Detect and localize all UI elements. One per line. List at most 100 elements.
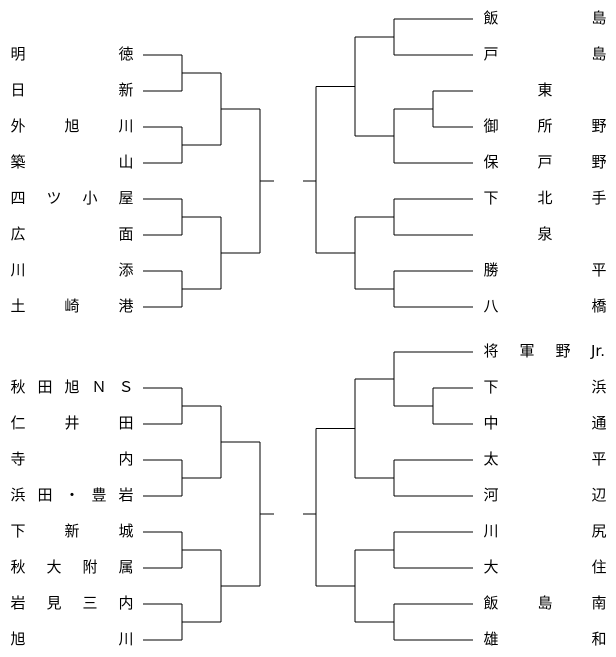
team-name-char: 寺 <box>10 450 26 468</box>
team-name-char: 戸 <box>483 45 499 63</box>
team-name-char: 所 <box>537 117 553 135</box>
left-team: 旭川 <box>10 630 134 648</box>
team-name-char: 四 <box>10 189 26 207</box>
team-name-char: 徳 <box>118 45 134 63</box>
team-name-char: 浜 <box>591 378 607 396</box>
team-name-char: 広 <box>10 225 26 243</box>
right-team: 大住 <box>483 558 607 576</box>
team-name-char: 附 <box>82 558 98 576</box>
right-team: 御所野 <box>483 117 607 135</box>
team-name-char: 川 <box>10 261 26 279</box>
team-name-char: 通 <box>591 414 607 432</box>
team-name-char: 辺 <box>591 486 607 504</box>
team-name-char: 築 <box>10 153 26 171</box>
team-name-char: Ｓ <box>118 378 134 396</box>
team-name-char: ツ <box>46 189 62 207</box>
team-name-char: 田 <box>118 414 134 432</box>
right-team: 泉 <box>483 225 607 243</box>
team-name-char: 東 <box>537 81 553 99</box>
team-name-char: 八 <box>483 297 499 315</box>
team-name-char: 飯 <box>483 9 499 27</box>
team-name-char: 秋 <box>10 558 26 576</box>
team-name-char: 土 <box>10 297 26 315</box>
right-team: 河辺 <box>483 486 607 504</box>
team-name-char: 下 <box>483 189 499 207</box>
left-team: 浜田・豊岩 <box>10 486 134 504</box>
team-name-char: 野 <box>591 117 607 135</box>
right-team: 保戸野 <box>483 153 607 171</box>
left-team: 築山 <box>10 153 134 171</box>
right-team: 川尻 <box>483 522 607 540</box>
team-name-char: 旭 <box>10 630 26 648</box>
team-name-char: 属 <box>118 558 134 576</box>
team-name-char: 大 <box>483 558 499 576</box>
left-team: 川添 <box>10 261 134 279</box>
team-name-char: 岩 <box>10 594 26 612</box>
left-team: 明徳 <box>10 45 134 63</box>
team-name-char: 旭 <box>64 117 80 135</box>
team-name-char: 下 <box>483 378 499 396</box>
team-name-char: 岩 <box>118 486 134 504</box>
team-name-char: 平 <box>591 261 607 279</box>
right-team: 東 <box>483 81 607 99</box>
left-team: 仁井田 <box>10 414 134 432</box>
team-name-char: 手 <box>591 189 607 207</box>
team-name-char: 田 <box>37 486 53 504</box>
team-name-char: 仁 <box>10 414 26 432</box>
team-name-char: 明 <box>10 45 26 63</box>
right-team: 飯島南 <box>483 594 607 612</box>
team-name-char: 屋 <box>118 189 134 207</box>
team-name-char: 浜 <box>10 486 26 504</box>
team-name-char: 新 <box>64 522 80 540</box>
team-name-char: 田 <box>37 378 53 396</box>
team-name-char: 飯 <box>483 594 499 612</box>
team-name-char: 住 <box>591 558 607 576</box>
team-name-char: 大 <box>46 558 62 576</box>
team-name-char: 川 <box>483 522 499 540</box>
right-team: 勝平 <box>483 261 607 279</box>
right-team: 下北手 <box>483 189 607 207</box>
left-team: 寺内 <box>10 450 134 468</box>
team-name-char: 平 <box>591 450 607 468</box>
team-name-char: 戸 <box>537 153 553 171</box>
team-name-char: 和 <box>591 630 607 648</box>
team-name-char: 川 <box>118 117 134 135</box>
team-name-char: Jr. <box>591 342 605 360</box>
right-team: 八橋 <box>483 297 607 315</box>
team-name-char: 日 <box>10 81 26 99</box>
team-name-char: 井 <box>64 414 80 432</box>
team-name-char: 崎 <box>64 297 80 315</box>
team-name-char: 泉 <box>537 225 553 243</box>
team-name-char: 内 <box>118 450 134 468</box>
team-name-char: 軍 <box>519 342 535 360</box>
team-name-char: 秋 <box>10 378 26 396</box>
team-name-char: 新 <box>118 81 134 99</box>
left-team: 外旭川 <box>10 117 134 135</box>
team-name-char: 山 <box>118 153 134 171</box>
left-team: 秋大附属 <box>10 558 134 576</box>
team-name-char: 野 <box>555 342 571 360</box>
team-name-char: 太 <box>483 450 499 468</box>
team-name-char: 南 <box>591 594 607 612</box>
team-name-char: 豊 <box>91 486 107 504</box>
team-name-char: 外 <box>10 117 26 135</box>
right-team: 雄和 <box>483 630 607 648</box>
right-team: 戸島 <box>483 45 607 63</box>
team-name-char: 北 <box>537 189 553 207</box>
team-name-char: 小 <box>82 189 98 207</box>
team-name-char: 橋 <box>591 297 607 315</box>
team-name-char: 城 <box>118 522 134 540</box>
left-team: 四ツ小屋 <box>10 189 134 207</box>
team-name-char: 中 <box>483 414 499 432</box>
team-name-char: 島 <box>591 9 607 27</box>
team-name-char: 勝 <box>483 261 499 279</box>
right-team: 太平 <box>483 450 607 468</box>
team-name-char: 雄 <box>483 630 499 648</box>
team-name-char: 見 <box>46 594 62 612</box>
team-name-char: 尻 <box>591 522 607 540</box>
team-name-char: ・ <box>64 486 80 504</box>
team-name-char: 河 <box>483 486 499 504</box>
